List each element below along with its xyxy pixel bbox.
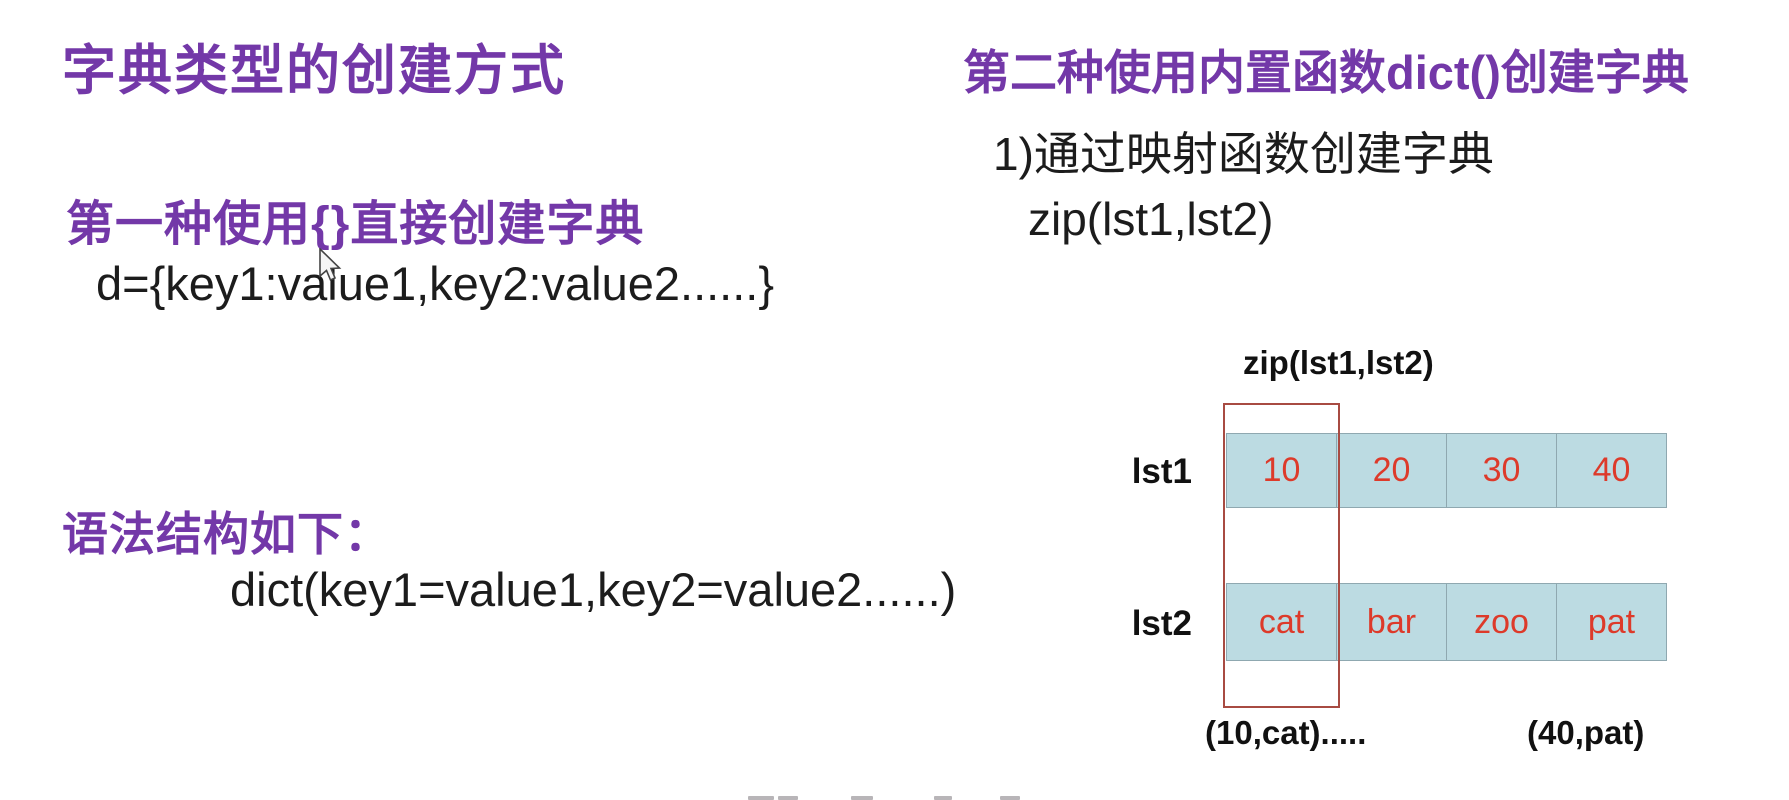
first-column-highlight-rect [1223,403,1340,708]
dict-literal-code: d={key1:value1,key2:value2......} [96,257,775,310]
zip-code-line: zip(lst1,lst2) [1028,193,1274,245]
cutoff-text-fragment [748,796,774,800]
mapping-function-line: 1)通过映射函数创建字典 [993,128,1494,180]
zip-diagram-label: zip(lst1,lst2) [1243,344,1434,381]
dict-function-code: dict(key1=value1,key2=value2......) [230,563,957,616]
pair-caption-right: (40,pat) [1527,714,1645,751]
cutoff-text-fragment [778,796,798,800]
lst2-row-label: lst2 [1131,604,1192,643]
zip-table-cell: bar [1336,583,1447,661]
lst1-row-label: lst1 [1131,452,1192,491]
zip-table-cell: 10 [1226,433,1337,508]
zip-table-cell: zoo [1446,583,1557,661]
mouse-cursor-icon [318,247,344,286]
zip-table-cell: 40 [1556,433,1667,508]
zip-table-cell: 30 [1446,433,1557,508]
zip-table-cell: 20 [1336,433,1447,508]
syntax-heading: 语法结构如下： [62,508,391,560]
method1-heading: 第一种使用{}直接创建字典 [66,198,645,251]
zip-table-cell: pat [1556,583,1667,661]
cutoff-text-fragment [851,796,873,800]
method2-heading: 第二种使用内置函数dict()创建字典 [963,46,1689,99]
page-title: 字典类型的创建方式 [62,41,566,101]
pair-caption-left: (10,cat)..... [1205,714,1367,751]
zip-table-cell: cat [1226,583,1337,661]
cutoff-text-fragment [1000,796,1020,800]
cutoff-text-fragment [934,796,952,800]
